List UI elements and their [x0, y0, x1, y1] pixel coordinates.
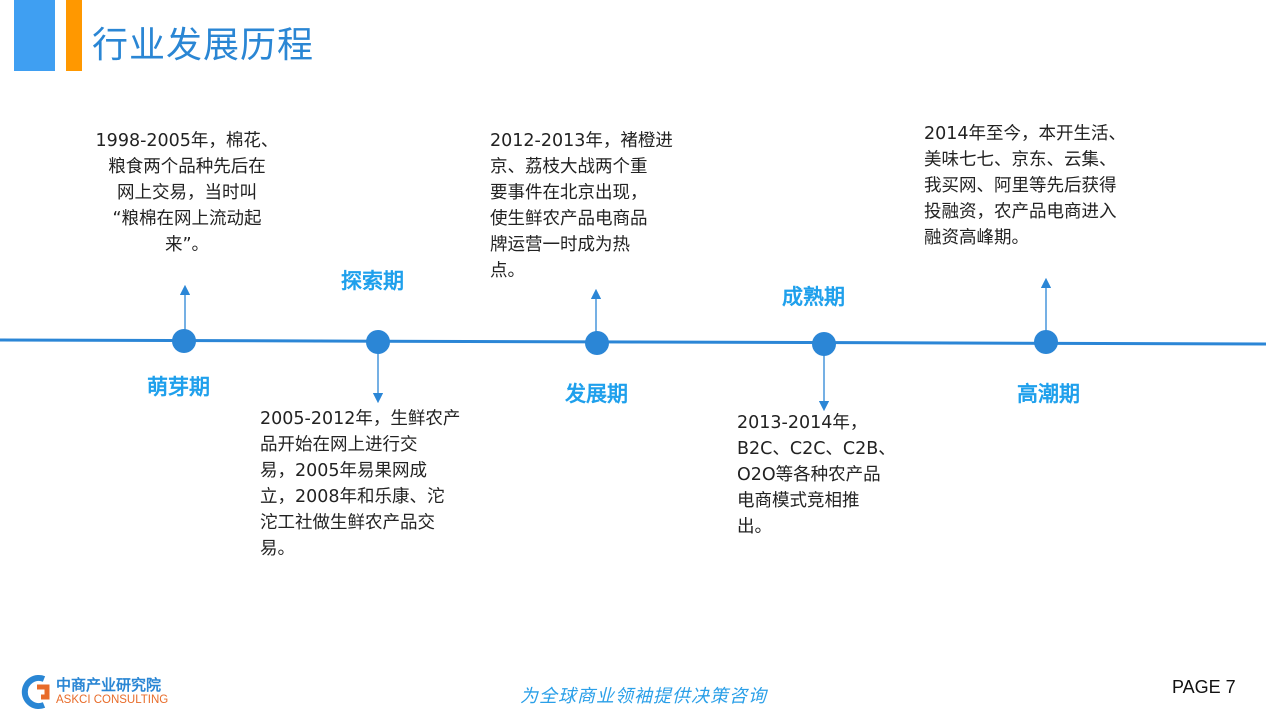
- page-title: 行业发展历程: [92, 25, 315, 66]
- timeline-node: [812, 332, 836, 356]
- stage-label: 发展期: [565, 382, 628, 406]
- stage-label: 探索期: [341, 269, 404, 293]
- event-text: 2012-2013年，褚橙进京、荔枝大战两个重要事件在北京出现，使生鲜农产品电商…: [490, 131, 673, 281]
- accent-bar-orange: [66, 0, 82, 71]
- page-number: PAGE 7: [1172, 677, 1236, 697]
- accent-bar-blue: [14, 0, 55, 71]
- stage-label: 成熟期: [782, 285, 845, 309]
- logo-mark-icon: [21, 675, 50, 709]
- event-text: 2013-2014年，B2C、C2C、C2B、O2O等各种农产品电商模式竞相推出…: [737, 413, 896, 537]
- logo-en: ASKCI CONSULTING: [56, 694, 169, 706]
- stage-label: 高潮期: [1017, 382, 1080, 406]
- timeline-node: [585, 331, 609, 355]
- event-text: 2005-2012年，生鲜农产品开始在网上进行交易，2005年易果网成立，200…: [260, 409, 461, 559]
- event-text: 2014年至今，本开生活、美味七七、京东、云集、我买网、阿里等先后获得投融资，农…: [924, 124, 1127, 248]
- stage-label: 萌芽期: [147, 375, 210, 399]
- logo-cn: 中商产业研究院: [56, 676, 162, 694]
- event-text: 1998-2005年，棉花、粮食两个品种先后在网上交易，当时叫“粮棉在网上流动起…: [95, 131, 279, 255]
- timeline-node: [172, 329, 196, 353]
- slogan: 为全球商业领袖提供决策咨询: [520, 686, 767, 707]
- timeline-node: [1034, 330, 1058, 354]
- timeline-node: [366, 330, 390, 354]
